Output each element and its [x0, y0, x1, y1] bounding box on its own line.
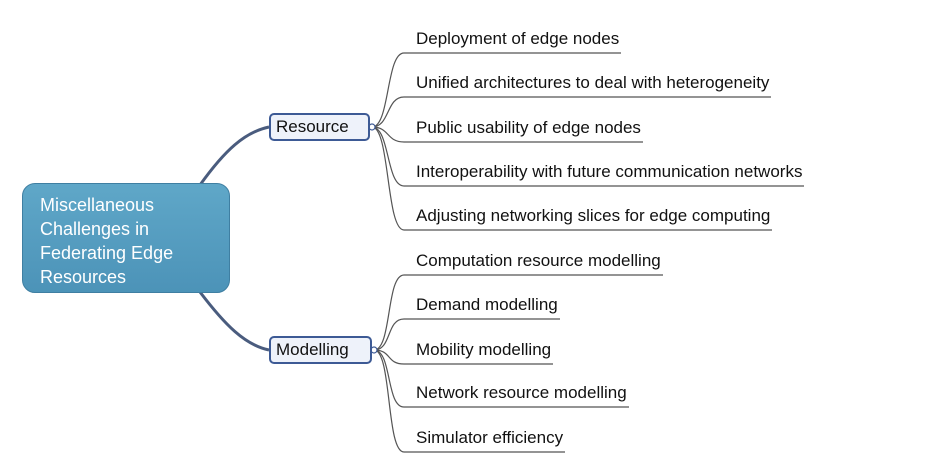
leaf-connector-resource: [371, 126, 405, 187]
central-topic-line-4: Resources: [40, 267, 127, 287]
central-topic-line-3: Federating Edge: [40, 243, 174, 263]
central-topic-line-1: Miscellaneous: [40, 195, 155, 215]
branch-resource-label: Resource: [276, 117, 349, 136]
leaf-public-usability: Public usability of edge nodes: [416, 118, 641, 137]
leaf-simulator-efficiency: Simulator efficiency: [416, 428, 564, 447]
leaf-interoperability: Interoperability with future communicati…: [416, 162, 803, 181]
leaf-connector-modelling: [373, 349, 405, 453]
connector-root-resource: [198, 125, 270, 186]
leaf-connector-modelling: [373, 349, 405, 408]
central-topic-line-2: Challenges in: [40, 219, 150, 239]
leaf-connector-modelling: [373, 318, 405, 351]
leaf-connector-resource: [371, 52, 405, 128]
branch-modelling-label: Modelling: [276, 340, 349, 359]
central-topic: Miscellaneous Challenges in Federating E…: [22, 183, 230, 293]
leaf-demand-modelling: Demand modelling: [416, 295, 558, 314]
leaf-connector-resource: [371, 96, 405, 128]
leaf-adjusting-networking-slices: Adjusting networking slices for edge com…: [416, 206, 771, 225]
leaf-network-resource-modelling: Network resource modelling: [416, 383, 627, 402]
branch-resource: Resource: [269, 113, 370, 141]
branch-modelling: Modelling: [269, 336, 372, 364]
leaf-deployment-of-edge-nodes: Deployment of edge nodes: [416, 29, 620, 48]
connector-root-modelling: [198, 291, 270, 352]
leaf-mobility-modelling: Mobility modelling: [416, 340, 552, 359]
leaf-connector-resource: [371, 126, 405, 231]
leaf-unified-architectures: Unified architectures to deal with heter…: [416, 73, 770, 92]
leaf-computation-resource-modelling: Computation resource modelling: [416, 251, 661, 270]
leaf-connector-modelling: [373, 274, 405, 351]
